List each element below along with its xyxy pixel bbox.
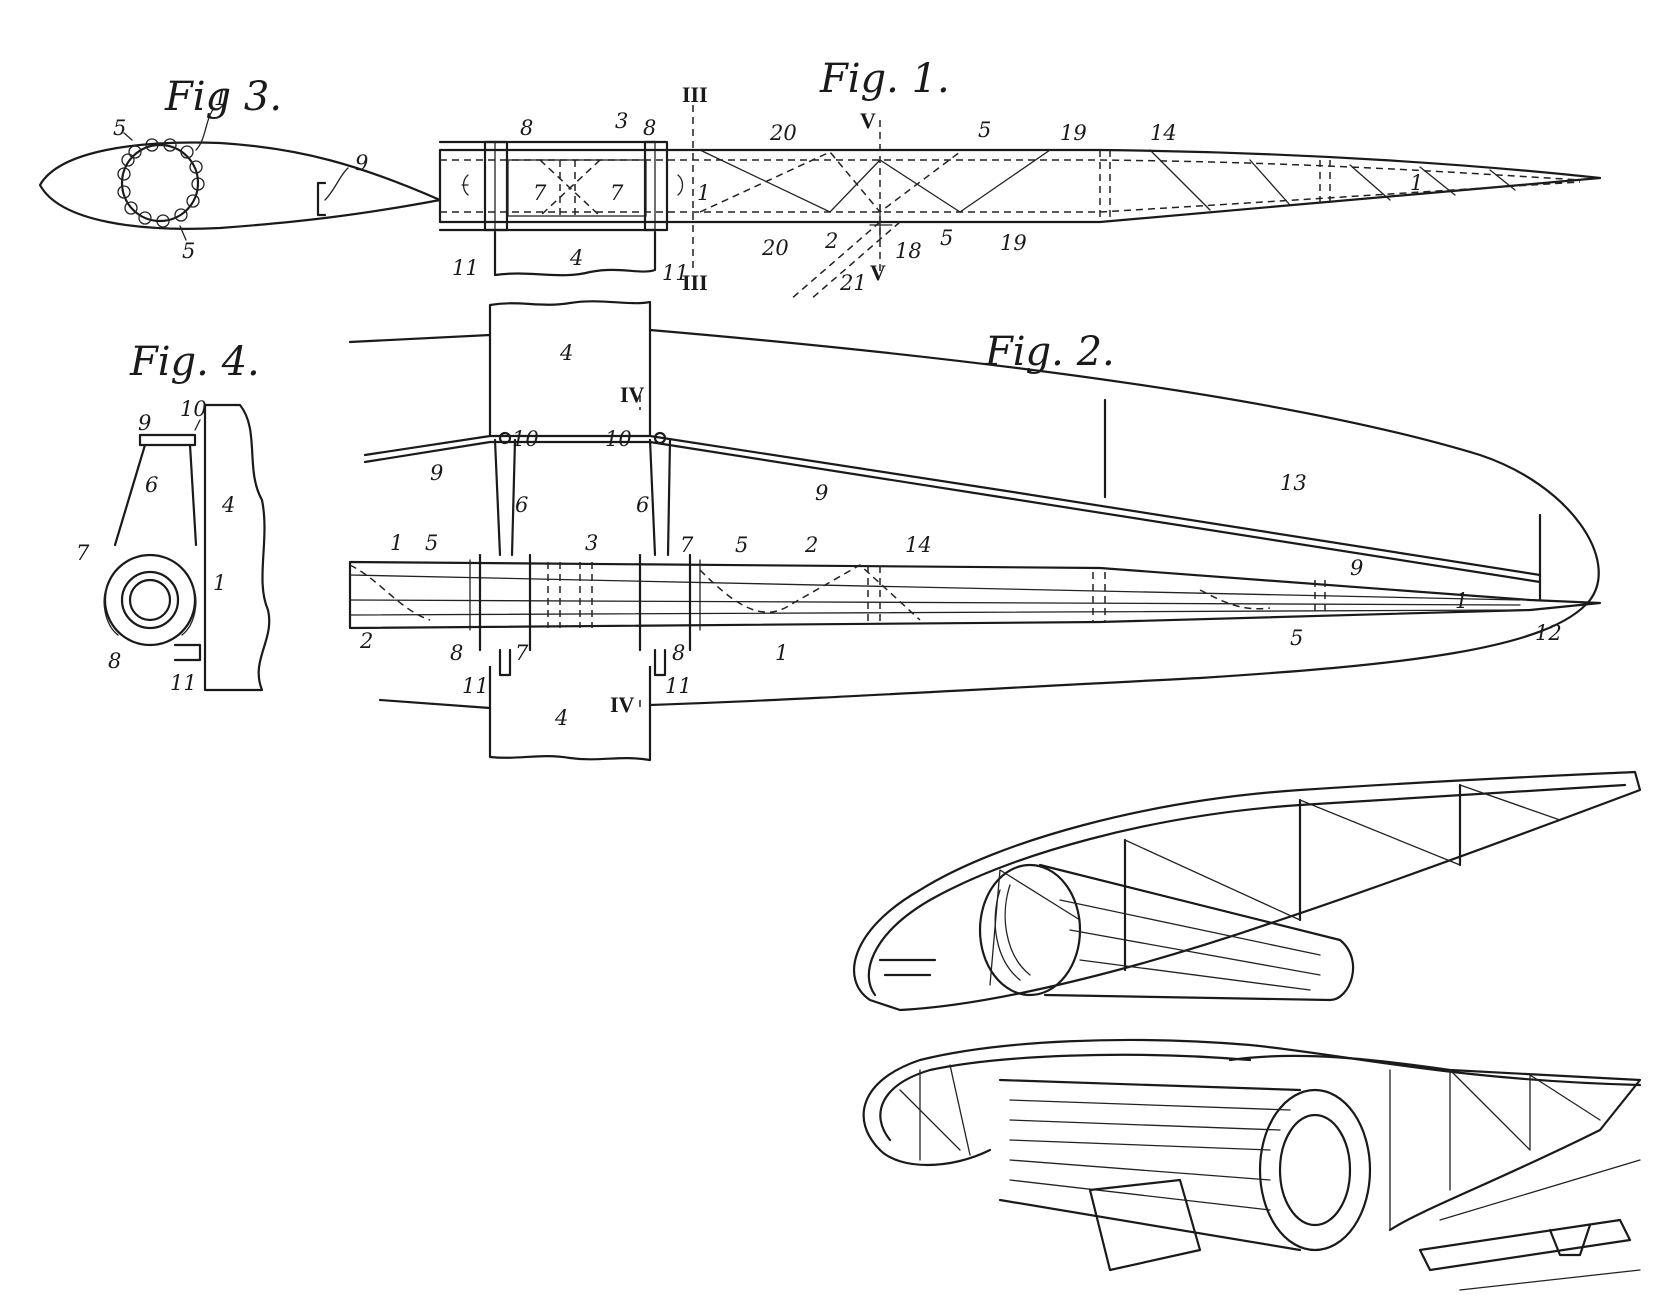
fig3-ref: 5 — [182, 239, 195, 263]
fig4-ref: 4 — [221, 493, 235, 517]
fig1-ref: 4 — [569, 246, 583, 270]
section-mark-V-top: V — [860, 108, 876, 133]
fig2-elevation-view — [348, 300, 1602, 762]
fig2-ref: 4 — [554, 706, 568, 730]
fig2-ref: 13 — [1280, 471, 1307, 495]
perspective-rib-sketch-lower — [862, 1038, 1642, 1291]
fig2-ref: 8 — [672, 641, 685, 665]
fig2-ref: 11 — [665, 674, 692, 698]
section-mark-V-bottom: V — [870, 260, 886, 285]
fig1-ref: 2 — [824, 229, 838, 253]
fig4-ref: 11 — [170, 671, 197, 695]
fig1-ref: 3 — [615, 109, 628, 133]
fig1-ref: 21 — [839, 271, 867, 295]
fig2-ref: 1 — [390, 531, 403, 555]
fig2-ref: 2 — [804, 533, 818, 557]
fig3-ref: 9 — [355, 151, 368, 175]
fig4-ref: 9 — [138, 411, 151, 435]
fig2-ref: 5 — [1290, 626, 1303, 650]
fig4-ref: 10 — [180, 397, 207, 421]
fig1-ref: 7 — [610, 181, 624, 205]
section-mark-IV-bottom: IV — [610, 692, 635, 717]
fig4-ref: 7 — [76, 541, 90, 565]
fig3-airfoil-section — [38, 107, 442, 241]
fig1-ref: 8 — [643, 116, 656, 140]
fig3-ref: 1 — [214, 86, 227, 110]
fig1-ref: 1 — [697, 181, 710, 205]
fig2-ref: 10 — [605, 427, 632, 451]
fig2-title: Fig. 2. — [984, 329, 1115, 375]
fig2-ref: 9 — [815, 481, 828, 505]
fig2-ref: 6 — [515, 493, 528, 517]
fig1-ref: 1 — [1410, 171, 1423, 195]
fig2-ref: 8 — [450, 641, 463, 665]
fig1-ref: 19 — [1000, 231, 1027, 255]
section-mark-IV-top: IV — [620, 382, 645, 407]
fig2-ref: 5 — [735, 533, 748, 557]
fig4-ref: 8 — [108, 649, 121, 673]
fig4-ref: 1 — [213, 571, 226, 595]
fig2-ref: 2 — [359, 629, 373, 653]
section-mark-III-top: III — [682, 82, 708, 107]
fig2-ref: 9 — [1350, 556, 1363, 580]
fig1-plan-view — [438, 105, 1602, 301]
fig2-ref: 1 — [775, 641, 788, 665]
fig2-ref: 5 — [425, 531, 438, 555]
fig2-ref: 6 — [636, 493, 649, 517]
fig4-end-section — [103, 403, 271, 692]
fig1-ref: 20 — [769, 121, 797, 145]
perspective-rib-sketch-upper — [853, 770, 1642, 1012]
fig2-ref: 7 — [515, 641, 529, 665]
fig2-ref: 1 — [1455, 589, 1468, 613]
fig1-ref: 5 — [978, 118, 991, 142]
fig2-ref: 12 — [1535, 621, 1562, 645]
fig2-ref: 4 — [559, 341, 573, 365]
fig1-ref: 8 — [520, 116, 533, 140]
fig2-ref: 7 — [680, 533, 694, 557]
fig2-ref: 3 — [585, 531, 598, 555]
fig2-ref: 9 — [430, 461, 443, 485]
fig1-ref: 7 — [533, 181, 547, 205]
section-mark-III-bottom: III — [682, 270, 708, 295]
fig1-ref: 18 — [895, 239, 922, 263]
fig2-ref: 10 — [512, 427, 539, 451]
fig1-ref: 14 — [1150, 121, 1177, 145]
fig3-title: Fig 3. — [164, 74, 282, 120]
fig3-ref: 5 — [113, 116, 126, 140]
fig1-ref: 5 — [940, 226, 953, 250]
fig2-ref: 11 — [462, 674, 489, 698]
fig1-ref: 19 — [1060, 121, 1087, 145]
fig4-ref: 6 — [145, 473, 158, 497]
fig1-ref: 11 — [662, 261, 689, 285]
fig2-ref: 14 — [905, 533, 932, 557]
fig1-title: Fig. 1. — [819, 56, 950, 102]
fig4-title: Fig. 4. — [129, 339, 260, 385]
fig1-ref: 20 — [761, 236, 789, 260]
fig1-ref: 11 — [452, 256, 479, 280]
